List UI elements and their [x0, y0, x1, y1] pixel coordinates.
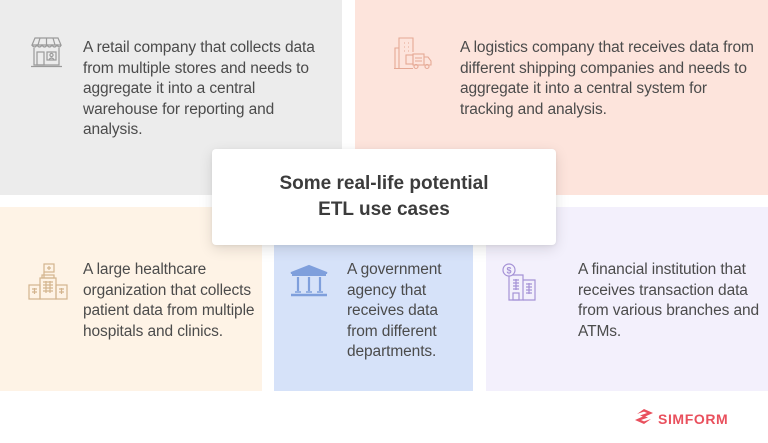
- use-case-panel-healthcare: A large healthcare organization that col…: [0, 207, 262, 391]
- use-case-text-logistics: A logistics company that receives data f…: [460, 39, 754, 118]
- use-case-text-financial: A financial institution that receives tr…: [578, 261, 760, 340]
- svg-text:$: $: [506, 266, 511, 276]
- use-case-text-government: A government agency that receives data f…: [347, 261, 442, 360]
- brand-name: SIMFORM: [658, 411, 729, 427]
- building-truck-icon: [393, 36, 433, 70]
- title-card: Some real-life potential ETL use cases: [212, 149, 556, 245]
- storefront-icon: [30, 36, 63, 69]
- use-case-panel-retail: A retail company that collects data from…: [0, 0, 342, 195]
- bank-building-dollar-icon: $: [501, 262, 539, 302]
- use-case-text-healthcare: A large healthcare organization that col…: [83, 261, 255, 340]
- title-line-1: Some real-life potential: [279, 173, 489, 194]
- page-title: Some real-life potential ETL use cases: [279, 171, 488, 223]
- simform-logo-icon: [634, 408, 654, 430]
- title-line-2: ETL use cases: [318, 199, 450, 220]
- simform-logo: SIMFORM: [634, 408, 728, 430]
- hospital-icon: [27, 262, 69, 302]
- government-building-icon: [289, 264, 329, 298]
- use-case-text-retail: A retail company that collects data from…: [83, 39, 315, 138]
